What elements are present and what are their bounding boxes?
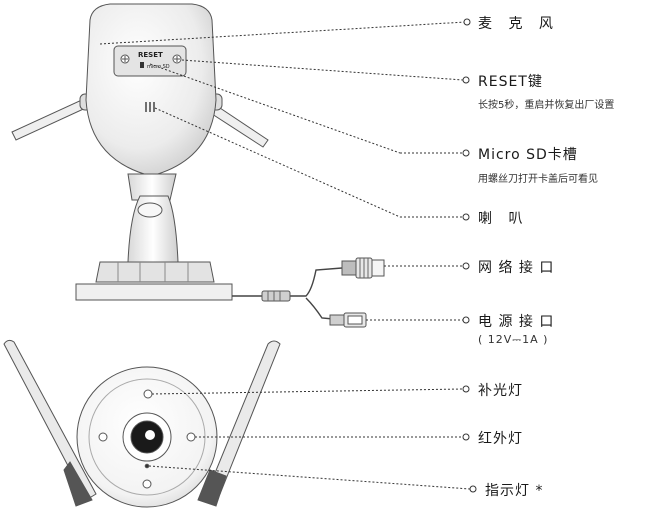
fill-light-label: 补光灯 [478,383,523,399]
microphone-label: 麦 克 风 [478,16,559,32]
ir-led-bottom [142,479,152,489]
reset-description: 长按5秒，重启并恢复出厂设置 [478,100,615,111]
power-spec: ( 12V⎓1A ) [478,333,549,346]
front-left-antenna [3,339,97,507]
leader-end-markers [462,18,477,493]
base-plate [75,283,233,301]
indicator-led [144,463,150,469]
microsd-label: Micro SD卡槽 [478,147,578,163]
camera-front-view [3,339,281,508]
rear-panel [113,45,187,77]
cable-clip [261,290,291,302]
ir-led-left [98,432,108,442]
microsd-description: 用螺丝刀打开卡盖后可看见 [478,174,598,185]
camera-head [85,3,217,177]
leader-lines [99,21,471,490]
fill-light-led [143,389,153,399]
ir-led-right [186,432,196,442]
camera-side-view: RESET micro SD [11,3,385,328]
ir-light-label: 红外灯 [478,431,523,447]
indicator-label: 指示灯 * [485,483,544,499]
speaker-grille [145,102,155,112]
power-connector [329,312,367,328]
front-right-antenna [197,340,281,507]
speaker-label: 喇 叭 [478,211,529,227]
base-ring [95,261,215,283]
network-connector [341,257,385,279]
reset-label: RESET键 [478,74,543,90]
cable [232,267,345,321]
sd-icon [140,62,144,68]
network-port-label: 网 络 接 口 [478,260,555,276]
power-port-label: 电 源 接 口 [478,314,555,330]
reset-print: RESET [138,51,163,59]
